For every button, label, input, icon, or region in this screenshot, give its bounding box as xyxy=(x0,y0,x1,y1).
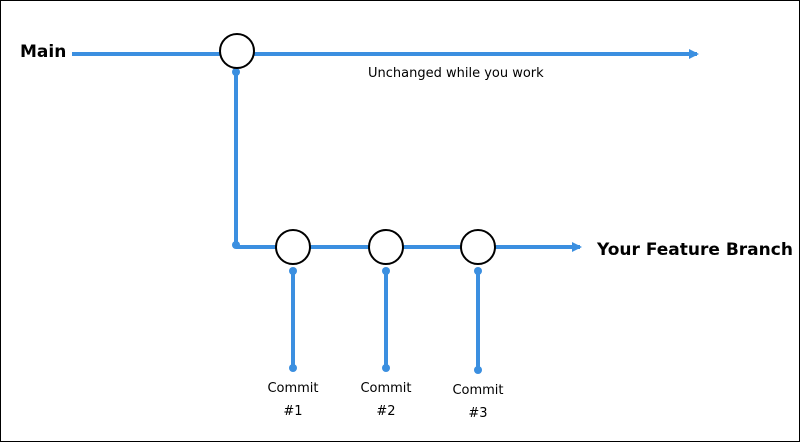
feature-branch-label: Your Feature Branch xyxy=(597,240,793,260)
commit-label-2: Commit #2 xyxy=(346,377,426,423)
commit-label-3-number: #3 xyxy=(468,406,488,421)
branch-point-node xyxy=(219,33,255,69)
commit-label-3: Commit #3 xyxy=(438,379,518,425)
commit-label-3-word: Commit xyxy=(452,383,504,398)
commit-stem-2-bottom-dot xyxy=(382,364,390,372)
commit-stem-1-top-dot xyxy=(289,267,297,275)
main-unchanged-note: Unchanged while you work xyxy=(368,66,544,81)
commit-stem-3-bottom-dot xyxy=(474,366,482,374)
commit-node-3 xyxy=(460,229,496,265)
commit-label-1: Commit #1 xyxy=(253,377,333,423)
commit-node-1 xyxy=(275,229,311,265)
commit-label-2-number: #2 xyxy=(376,404,396,419)
main-branch-label: Main xyxy=(20,42,67,62)
commit-stem-1-bottom-dot xyxy=(289,364,297,372)
commit-node-2 xyxy=(368,229,404,265)
commit-label-2-word: Commit xyxy=(360,381,412,396)
commit-stem-3-top-dot xyxy=(474,267,482,275)
commit-label-1-number: #1 xyxy=(283,404,303,419)
commit-label-1-word: Commit xyxy=(267,381,319,396)
branch-start-dot xyxy=(232,68,240,76)
commit-stem-2-top-dot xyxy=(382,267,390,275)
